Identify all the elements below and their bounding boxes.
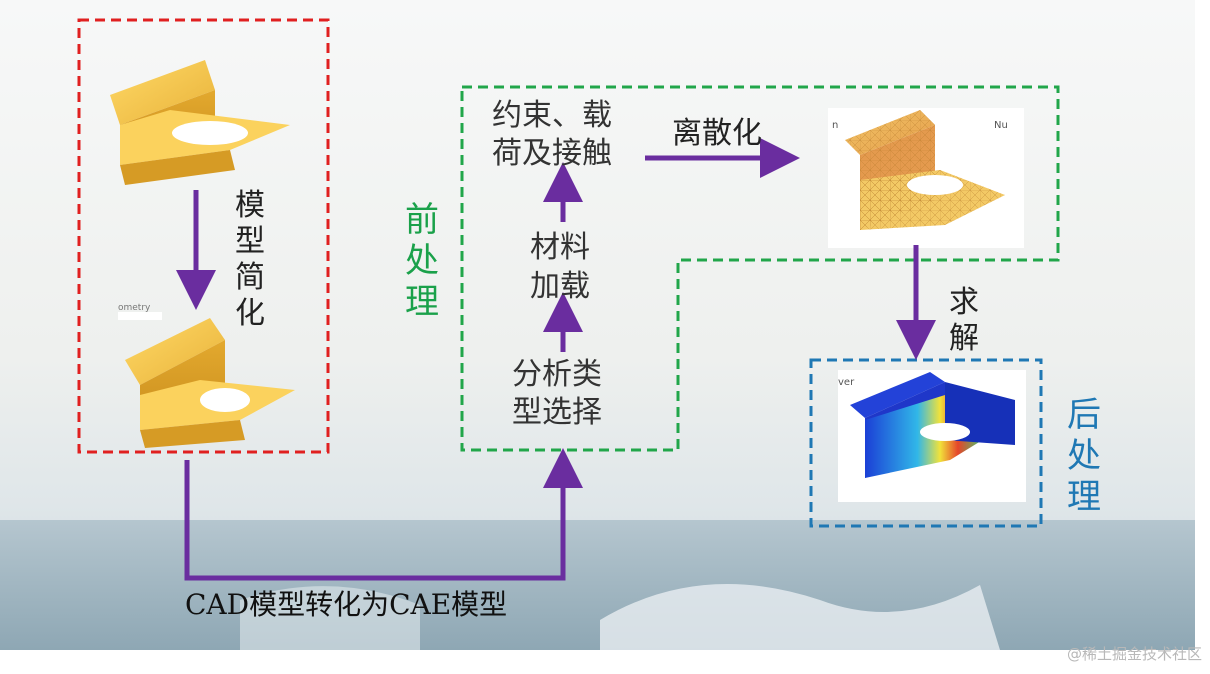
background-wave-2 bbox=[240, 586, 420, 650]
label-analysis-line1: 分析类 bbox=[512, 357, 602, 392]
background-sea bbox=[0, 520, 1195, 650]
model-simplify-box bbox=[77, 18, 330, 454]
label-constraints-line2: 荷及接触 bbox=[492, 136, 612, 171]
arrow-cad-to-cae bbox=[184, 448, 583, 581]
label-material-line2: 加载 bbox=[530, 269, 590, 304]
label-constraints-line1: 约束、载 bbox=[492, 98, 612, 133]
caption-result: ver bbox=[838, 377, 855, 388]
bracket-simplified-image bbox=[118, 312, 295, 448]
label-preprocess: 前处理 bbox=[405, 200, 439, 322]
label-cad-to-cae: CAD模型转化为CAE模型 bbox=[185, 588, 508, 621]
watermark: @稀土掘金技术社区 bbox=[1066, 645, 1202, 663]
bracket-original-image bbox=[110, 60, 290, 185]
caption-mesh-right: Nu bbox=[994, 120, 1008, 131]
label-material-line1: 材料 bbox=[530, 230, 590, 265]
label-model-simplify: 模型简化 bbox=[235, 188, 265, 331]
label-postprocess: 后处理 bbox=[1067, 395, 1101, 517]
label-solve: 求解 bbox=[949, 285, 979, 356]
label-analysis-line2: 型选择 bbox=[512, 395, 602, 430]
caption-mesh-left: n bbox=[832, 120, 839, 131]
mesh-image bbox=[828, 108, 1024, 248]
caption-geometry: ometry bbox=[118, 303, 151, 313]
result-image bbox=[838, 370, 1026, 502]
postprocess-box bbox=[809, 358, 1043, 528]
label-discretize: 离散化 bbox=[672, 116, 762, 151]
preprocess-box bbox=[460, 85, 1060, 452]
background-wave bbox=[600, 584, 1000, 650]
